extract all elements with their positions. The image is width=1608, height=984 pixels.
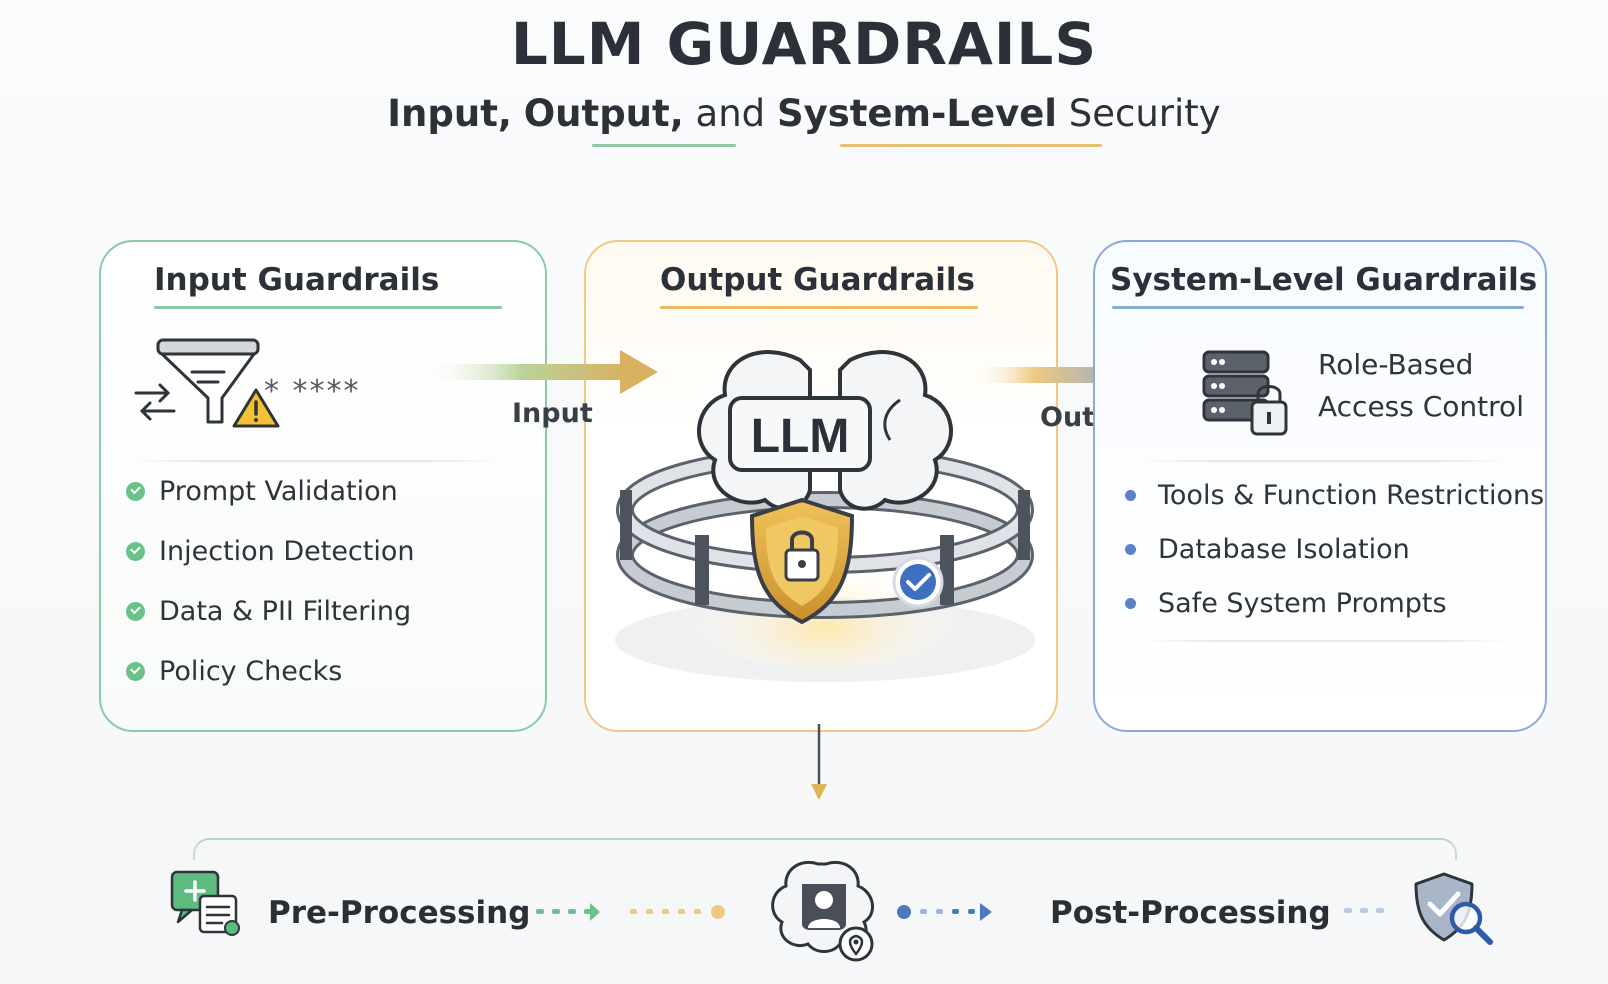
rbac-label-line2: Access Control <box>1318 390 1524 423</box>
user-brain-icon <box>771 861 874 962</box>
input-guardrails-panel <box>99 240 547 732</box>
page-subtitle: Input, Output, and System-Level Security <box>0 92 1608 135</box>
check-icon <box>126 602 145 621</box>
down-arrow <box>811 724 827 800</box>
swap-arrows-icon <box>134 383 176 421</box>
post-processing-label: Post-Processing <box>1050 895 1331 931</box>
pre-processing-label: Pre-Processing <box>268 895 531 931</box>
input-item: Prompt Validation <box>126 476 398 507</box>
system-divider-bottom <box>1140 640 1510 642</box>
page-title: LLM GUARDRAILS <box>510 10 1098 78</box>
llm-label: LLM <box>751 410 850 463</box>
llm-core-illustration: LLM <box>615 350 1035 682</box>
subtitle-system-level: System-Level <box>776 92 1057 135</box>
check-icon <box>126 662 145 681</box>
output-panel-title: Output Guardrails <box>660 262 975 298</box>
system-divider-top <box>1140 460 1510 462</box>
post-trail-dots <box>1344 908 1384 913</box>
pre-flow-dots <box>536 903 725 921</box>
system-item: Safe System Prompts <box>1125 588 1447 619</box>
subtitle-security: Security <box>1068 92 1221 135</box>
shield-search-icon <box>1414 872 1493 945</box>
input-divider <box>130 460 500 462</box>
input-item: Data & PII Filtering <box>126 596 411 627</box>
system-item-label: Tools & Function Restrictions <box>1158 480 1545 511</box>
warning-icon <box>232 388 280 428</box>
bottom-bracket <box>193 838 1457 860</box>
output-title-underline <box>660 306 978 309</box>
masked-data-text: * **** <box>264 374 361 409</box>
subtitle-output: Output, <box>523 92 684 135</box>
check-icon <box>126 542 145 561</box>
input-item-label: Prompt Validation <box>159 476 398 507</box>
server-lock-icon <box>1202 350 1288 436</box>
chat-document-icon <box>170 870 240 936</box>
bullet-icon <box>1125 544 1136 555</box>
input-item: Injection Detection <box>126 536 415 567</box>
system-title-underline <box>1112 306 1524 309</box>
system-item: Tools & Function Restrictions <box>1125 480 1544 511</box>
input-item-label: Data & PII Filtering <box>159 596 412 627</box>
system-item-label: Database Isolation <box>1158 534 1410 565</box>
input-illustration <box>134 338 280 428</box>
subtitle-underline-green <box>592 144 736 147</box>
input-title-underline <box>154 306 502 309</box>
input-flow-label: Input <box>512 398 593 429</box>
bullet-icon <box>1125 598 1136 609</box>
check-icon <box>126 482 145 501</box>
post-flow-dots <box>897 903 992 921</box>
system-guardrails-panel <box>1093 240 1547 732</box>
subtitle-underline-gold <box>840 144 1102 147</box>
rbac-label-line1: Role-Based <box>1318 348 1474 381</box>
system-item: Database Isolation <box>1125 534 1410 565</box>
verified-check-icon <box>892 556 944 608</box>
input-flow-arrow <box>420 350 658 394</box>
subtitle-and: and <box>695 92 766 135</box>
input-item-label: Injection Detection <box>159 536 415 567</box>
bullet-icon <box>1125 490 1136 501</box>
llm-label-box <box>728 396 872 472</box>
shield-lock-icon <box>749 497 855 625</box>
subtitle-input: Input, <box>387 92 512 135</box>
input-item-label: Policy Checks <box>159 656 343 687</box>
system-item-label: Safe System Prompts <box>1158 588 1447 619</box>
input-item: Policy Checks <box>126 656 342 687</box>
funnel-icon <box>156 338 260 424</box>
system-panel-title: System-Level Guardrails <box>1110 262 1538 298</box>
input-panel-title: Input Guardrails <box>154 262 440 298</box>
